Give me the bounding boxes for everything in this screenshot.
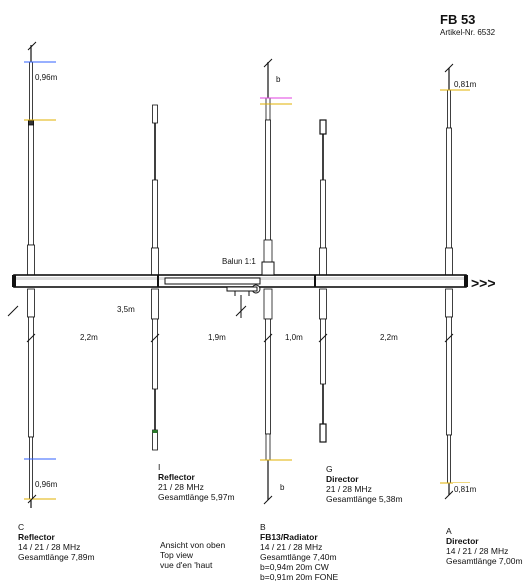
element-g-letter: G	[326, 464, 333, 474]
element-i-bands: 21 / 28 MHz	[158, 482, 204, 492]
balun	[226, 261, 275, 296]
element-a	[445, 68, 453, 495]
element-a-length: Gesamtlänge 7,00m	[446, 556, 523, 566]
element-c-letter: C	[18, 522, 25, 532]
element-g-name: Director	[326, 474, 359, 484]
view-line-1: Ansicht von oben	[160, 540, 226, 550]
element-b-name: FB13/Radiator	[260, 532, 318, 542]
element-b-letter: B	[260, 522, 266, 532]
element-b-note-1: b=0,94m 20m CW	[260, 562, 329, 572]
direction-arrows: >>>	[471, 275, 496, 291]
dim-b-bottom: b	[280, 483, 285, 492]
view-line-2: Top view	[160, 550, 194, 560]
element-g	[319, 119, 327, 443]
element-b-bands: 14 / 21 / 28 MHz	[260, 542, 323, 552]
dimension-lines	[7, 41, 470, 505]
element-i	[151, 104, 159, 451]
element-a-label: A Director 14 / 21 / 28 MHz Gesamtlänge …	[446, 526, 523, 566]
element-c-length: Gesamtlänge 7,89m	[18, 552, 95, 562]
dim-span-3-5: 3,5m	[117, 305, 135, 314]
element-c-name: Reflector	[18, 532, 55, 542]
element-i-label: I Reflector 21 / 28 MHz Gesamtlänge 5,97…	[158, 462, 235, 502]
boom	[12, 274, 468, 288]
element-g-bands: 21 / 28 MHz	[326, 484, 372, 494]
dim-span-2-2-right: 2,2m	[380, 333, 398, 342]
element-c-bands: 14 / 21 / 28 MHz	[18, 542, 81, 552]
balun-label: Balun 1:1	[222, 257, 256, 266]
element-b-label: B FB13/Radiator 14 / 21 / 28 MHz Gesamtl…	[260, 522, 338, 582]
dimension-labels: 0,96m 0,96m b b 0,81m 0,81m 3,5m 2,2m 1,…	[34, 71, 496, 494]
element-a-name: Director	[446, 536, 479, 546]
dim-c-top: 0,96m	[35, 73, 58, 82]
element-b-length: Gesamtlänge 7,40m	[260, 552, 337, 562]
element-b-note-2: b=0,91m 20m FONE	[260, 572, 339, 582]
element-a-letter: A	[446, 526, 452, 536]
dim-span-1-9: 1,9m	[208, 333, 226, 342]
page-title: FB 53	[440, 12, 476, 27]
view-label: Ansicht von oben Top view vue d'en 'haut	[160, 540, 225, 570]
element-i-length: Gesamtlänge 5,97m	[158, 492, 235, 502]
element-a-bands: 14 / 21 / 28 MHz	[446, 546, 509, 556]
article-number: Artikel-Nr. 6532	[440, 28, 496, 37]
element-i-letter: I	[158, 462, 161, 472]
element-c-label: C Reflector 14 / 21 / 28 MHz Gesamtlänge…	[18, 522, 95, 562]
dim-a-top: 0,81m	[454, 80, 477, 89]
dim-span-1-0: 1,0m	[285, 333, 303, 342]
dim-a-bottom: 0,81m	[454, 485, 477, 494]
element-g-label: G Director 21 / 28 MHz Gesamtlänge 5,38m	[326, 464, 403, 504]
view-line-3: vue d'en 'haut	[160, 560, 213, 570]
dim-c-bottom: 0,96m	[35, 480, 58, 489]
dim-span-2-2-left: 2,2m	[80, 333, 98, 342]
element-i-name: Reflector	[158, 472, 195, 482]
element-b	[263, 62, 273, 500]
dim-b-top: b	[276, 75, 281, 84]
element-g-length: Gesamtlänge 5,38m	[326, 494, 403, 504]
